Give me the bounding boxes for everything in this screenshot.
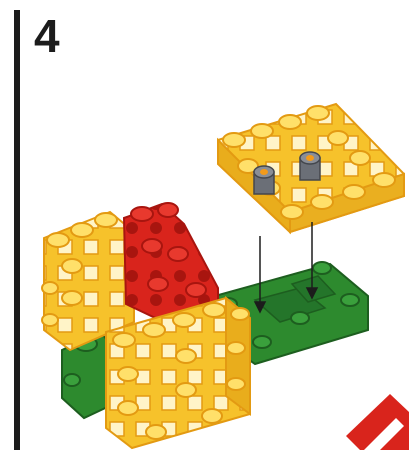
corner-mark — [346, 394, 409, 450]
